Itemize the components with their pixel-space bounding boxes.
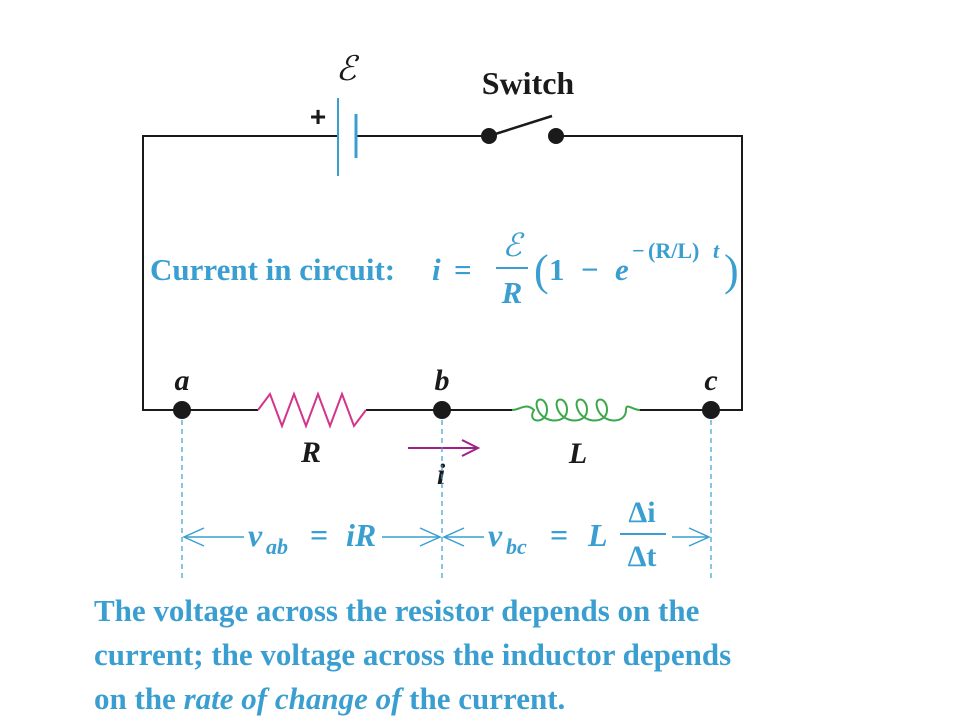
vbc-numerator: Δi	[628, 496, 655, 529]
node-a-label: a	[175, 364, 190, 397]
caption-line-3-pre: on the	[94, 681, 184, 716]
vab-v: v	[248, 517, 263, 553]
current-arrow	[408, 439, 481, 457]
plus-sign: +	[310, 101, 326, 132]
equation-numerator: ℰ	[502, 227, 525, 263]
equation-exponent-rl: (R/L)	[648, 238, 699, 263]
vbc-v: v	[488, 517, 503, 553]
node-b-label: b	[435, 364, 450, 397]
caption-line-3: on the rate of change of the current.	[94, 677, 894, 721]
equation-denominator: R	[501, 275, 523, 310]
current-equation: Current in circuit: i = ℰ R ( 1 − e − (R…	[150, 227, 739, 310]
switch-right-contact	[548, 128, 564, 144]
equation-exponent-t: t	[713, 238, 720, 263]
equation-var: i	[432, 252, 441, 287]
caption-line-3-emphasis: rate of change of	[183, 681, 402, 716]
equation-e: e	[615, 252, 629, 287]
resistor	[257, 391, 367, 429]
switch	[481, 114, 564, 144]
voltage-arrows	[182, 527, 711, 547]
switch-lever	[488, 114, 553, 138]
vbc-equation: v bc = L Δi Δt	[488, 496, 666, 573]
vab-equals: =	[310, 517, 328, 553]
caption-line-3-post: the current.	[401, 681, 566, 716]
battery	[337, 98, 358, 176]
node-a-dot	[173, 401, 191, 419]
wire-top-right	[557, 135, 743, 411]
inductor-label: L	[568, 437, 587, 470]
equation-one: 1	[549, 252, 565, 287]
circuit-wires	[142, 135, 743, 411]
node-b-dot	[433, 401, 451, 419]
vbc-L: L	[587, 517, 608, 553]
vab-equation: v ab = iR	[248, 517, 376, 559]
equation-prefix: Current in circuit:	[150, 252, 395, 287]
resistor-label: R	[300, 436, 321, 469]
equation-open-paren: (	[534, 246, 549, 295]
caption-line-1: The voltage across the resistor depends …	[94, 593, 700, 628]
caption: The voltage across the resistor depends …	[94, 589, 894, 721]
caption-line-2: current; the voltage across the inductor…	[94, 637, 732, 672]
inductor	[511, 398, 641, 422]
equation-minus: −	[581, 252, 599, 287]
switch-left-contact	[481, 128, 497, 144]
switch-label: Switch	[482, 65, 575, 101]
current-label: i	[437, 458, 446, 491]
equation-close-paren: )	[724, 246, 739, 295]
vbc-equals: =	[550, 517, 568, 553]
vab-rhs: iR	[346, 517, 376, 553]
equation-equals: =	[454, 252, 472, 287]
node-c-dot	[702, 401, 720, 419]
node-c-label: c	[704, 364, 717, 397]
wire-top-left	[142, 135, 338, 411]
vbc-denominator: Δt	[628, 540, 657, 573]
vab-subscript: ab	[266, 534, 288, 559]
equation-exponent-sign: −	[632, 238, 645, 263]
vbc-subscript: bc	[506, 534, 527, 559]
emf-symbol: ℰ	[336, 51, 360, 88]
